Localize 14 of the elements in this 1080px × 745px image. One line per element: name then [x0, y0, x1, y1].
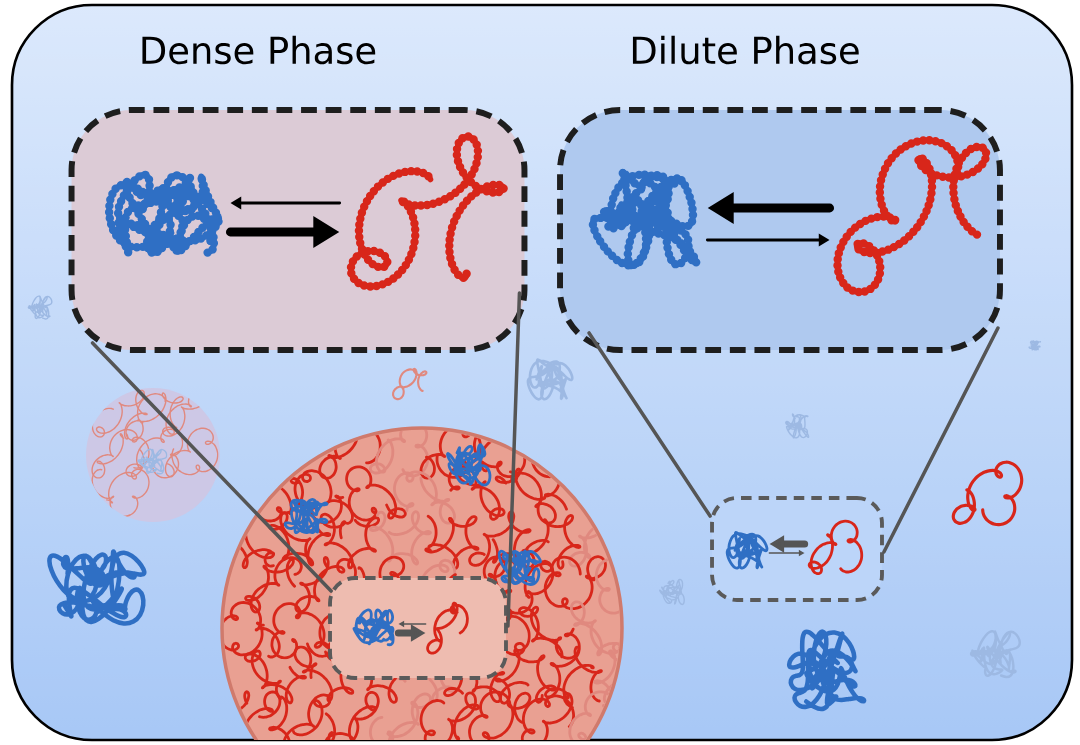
coiled-chain-drawing	[104, 170, 224, 258]
leader-line	[587, 331, 712, 518]
extended-chain-drawing	[426, 601, 469, 655]
leader-line	[506, 291, 522, 628]
phase-title: Dense Phase	[142, 35, 376, 65]
coiled-chain-drawing	[352, 608, 395, 647]
leader-line	[90, 341, 333, 593]
extended-chain-drawing	[346, 132, 508, 291]
leader-line	[882, 326, 1000, 554]
extended-chain-drawing	[833, 136, 991, 297]
extended-chain-drawing	[807, 519, 864, 575]
phase-title: Dilute Phase	[632, 35, 859, 65]
coiled-chain-drawing	[588, 167, 701, 270]
coiled-chain-drawing	[725, 530, 769, 570]
